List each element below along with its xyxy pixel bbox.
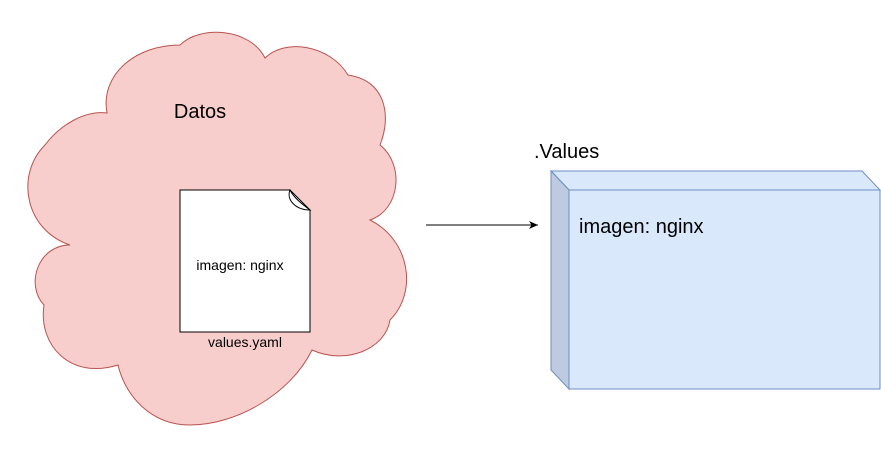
values-box — [549, 169, 881, 391]
cloud-label: Datos — [174, 101, 226, 123]
values-box-title: .Values — [534, 141, 599, 163]
values-box-content: imagen: nginx — [579, 216, 704, 238]
values-box-top-face — [549, 170, 881, 191]
values-box-side-face — [550, 169, 570, 391]
document-caption: values.yaml — [208, 334, 282, 350]
document-content: imagen: nginx — [196, 257, 283, 273]
values-box-front-face — [568, 189, 881, 390]
document-fold-icon — [288, 188, 312, 211]
document-shape — [179, 188, 312, 333]
